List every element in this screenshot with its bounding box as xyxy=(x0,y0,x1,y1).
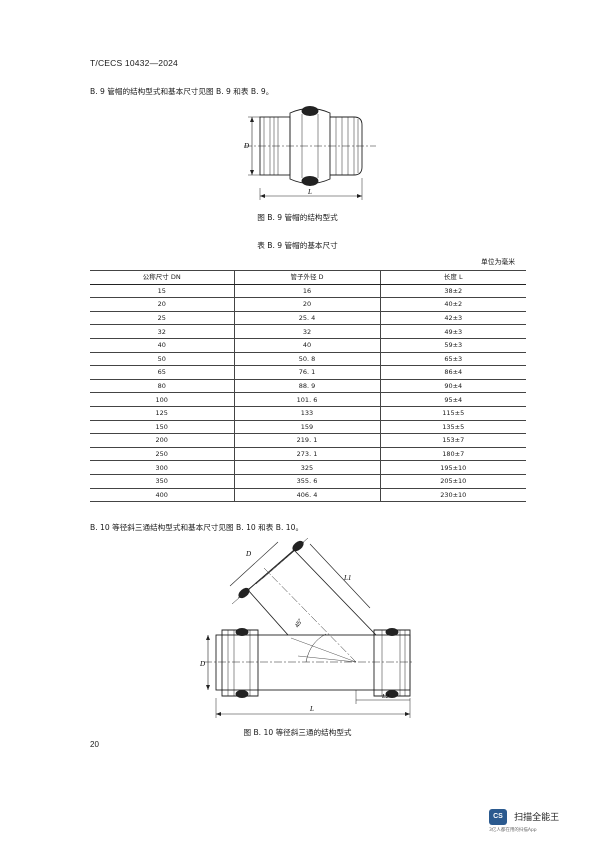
table-cell: 406. 4 xyxy=(233,487,381,503)
table-cell: 125 xyxy=(90,405,235,421)
watermark-tagline: 3亿人都在用的扫描App xyxy=(489,828,537,833)
figure-b10-drawing: D D L1 L L2 45° xyxy=(199,538,414,718)
table-cell: 219. 1 xyxy=(233,433,381,448)
table-cell: 32 xyxy=(90,324,235,339)
table-cell: 86±4 xyxy=(379,365,526,380)
table-cell: 250 xyxy=(90,446,235,462)
standard-number: T/CECS 10432—2024 xyxy=(90,58,178,68)
table-cell: 135±5 xyxy=(379,419,526,435)
figure-b10-label-l1: L1 xyxy=(343,574,351,582)
table-cell: 50. 8 xyxy=(233,351,381,367)
table-b9-title: 表 B. 9 管帽的基本尺寸 xyxy=(257,241,338,250)
table-cell: 90±4 xyxy=(379,378,526,394)
figure-b9-label-d: D xyxy=(243,142,249,150)
table-cell: 230±10 xyxy=(379,487,526,503)
page-number: 20 xyxy=(90,740,99,749)
table-cell: 153±7 xyxy=(379,433,526,448)
table-cell: 95±4 xyxy=(379,392,526,407)
table-cell: 40 xyxy=(233,337,381,353)
table-header-row: 公称尺寸 DN 管子外径 D 长度 L xyxy=(90,270,526,285)
table-b9-unit: 单位为毫米 xyxy=(481,258,515,266)
table-cell: 195±10 xyxy=(379,460,526,475)
watermark-logo: CS xyxy=(489,808,507,825)
table-cell: 15 xyxy=(90,283,235,299)
table-cell: 76. 1 xyxy=(233,365,381,380)
table-cell: 65 xyxy=(90,365,235,380)
watermark-name: 扫描全能王 xyxy=(514,813,560,823)
figure-b10-label-l2: L2 xyxy=(381,693,390,700)
table-cell: 42±3 xyxy=(379,310,526,326)
table-cell: 20 xyxy=(233,297,381,312)
table-cell: 59±3 xyxy=(379,337,526,353)
table-cell: 50 xyxy=(90,351,235,367)
table-cell: 16 xyxy=(233,283,381,299)
table-cell: 350 xyxy=(90,473,235,489)
table-cell: 150 xyxy=(90,419,235,435)
table-cell: 20 xyxy=(90,297,235,312)
table-cell: 325 xyxy=(233,460,381,475)
table-cell: 40 xyxy=(90,337,235,353)
table-cell: 273. 1 xyxy=(233,446,381,462)
figure-b10-label-d-branch: D xyxy=(245,550,251,558)
table-cell: 400 xyxy=(90,487,235,503)
figure-b10-label-angle: 45° xyxy=(295,618,305,629)
table-cell: 205±10 xyxy=(379,473,526,489)
table-cell: 133 xyxy=(233,405,381,421)
table-cell: 88. 9 xyxy=(233,378,381,394)
table-cell: 200 xyxy=(90,433,235,448)
table-cell: 80 xyxy=(90,378,235,394)
figure-b9-caption: 图 B. 9 管帽的结构型式 xyxy=(257,213,338,222)
figure-b9-label-l: L xyxy=(307,188,312,196)
table-cell: 49±3 xyxy=(379,324,526,339)
figure-b10-label-l: L xyxy=(309,705,314,713)
column-header: 长度 L xyxy=(379,270,526,285)
table-cell: 159 xyxy=(233,419,381,435)
table-cell: 115±5 xyxy=(379,405,526,421)
table-cell: 101. 6 xyxy=(233,392,381,407)
section-b10-intro: B. 10 等径斜三通结构型式和基本尺寸见图 B. 10 和表 B. 10。 xyxy=(90,523,304,532)
table-cell: 180±7 xyxy=(379,446,526,462)
table-cell: 38±2 xyxy=(379,283,526,299)
table-cell: 100 xyxy=(90,392,235,407)
table-cell: 25. 4 xyxy=(233,310,381,326)
figure-b10-caption: 图 B. 10 等径斜三通的结构型式 xyxy=(243,728,352,737)
table-cell: 32 xyxy=(233,324,381,339)
table-cell: 65±3 xyxy=(379,351,526,367)
table-cell: 300 xyxy=(90,460,235,475)
column-header: 管子外径 D xyxy=(233,270,381,285)
figure-b10-label-d-main: D xyxy=(199,660,205,668)
watermark: CS 扫描全能王 3亿人都在用的扫描App xyxy=(489,806,575,833)
section-b9-intro: B. 9 管帽的结构型式和基本尺寸见图 B. 9 和表 B. 9。 xyxy=(90,87,274,96)
table-cell: 355. 6 xyxy=(233,473,381,489)
table-cell: 25 xyxy=(90,310,235,326)
column-header: 公称尺寸 DN xyxy=(90,270,235,285)
figure-b9-drawing: D L xyxy=(243,106,376,200)
table-cell: 40±2 xyxy=(379,297,526,312)
